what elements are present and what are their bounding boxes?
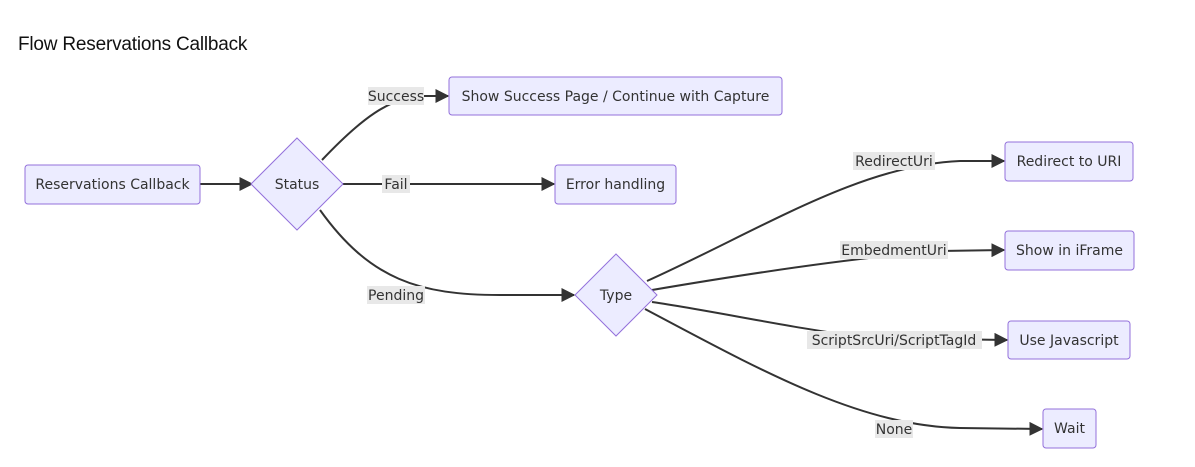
node-use-javascript: Use Javascript: [1007, 320, 1131, 360]
node-label-show-in-iframe: Show in iFrame: [1016, 243, 1123, 259]
edge-status-success: [321, 89, 450, 161]
node-label-reservations-callback: Reservations Callback: [35, 177, 190, 193]
node-wait: Wait: [1042, 408, 1097, 449]
node-success-page: Show Success Page / Continue with Captur…: [448, 76, 783, 116]
edge-type-iframe: [651, 243, 1006, 291]
page-title: Flow Reservations Callback: [18, 34, 248, 55]
edge-label-none: None: [876, 422, 913, 438]
node-status-decision: Status: [250, 137, 344, 231]
node-redirect-to-uri: Redirect to URI: [1004, 141, 1134, 182]
node-label-success-page: Show Success Page / Continue with Captur…: [462, 89, 770, 105]
node-label-error-handling: Error handling: [566, 177, 665, 193]
node-label-type: Type: [599, 288, 632, 304]
node-label-status: Status: [275, 177, 320, 193]
node-label-redirect-to-uri: Redirect to URI: [1017, 154, 1122, 170]
node-type-decision: Type: [574, 253, 658, 337]
edge-labels: Success Fail Pending RedirectUri Embedme…: [367, 87, 982, 438]
node-error-handling: Error handling: [554, 164, 677, 205]
edge-label-redirecturi: RedirectUri: [855, 154, 933, 170]
edge-label-fail: Fail: [384, 177, 407, 193]
edge-type-wait: [644, 308, 1044, 436]
edge-label-pending: Pending: [368, 288, 424, 304]
edge-status-pending: [319, 209, 576, 302]
node-label-wait: Wait: [1054, 421, 1085, 437]
edge-label-scriptsrcuri: ScriptSrcUri/ScriptTagId: [812, 333, 977, 349]
edge-label-embedmenturi: EmbedmentUri: [841, 243, 946, 259]
node-reservations-callback: Reservations Callback: [24, 164, 201, 205]
edge-label-success: Success: [368, 89, 424, 105]
node-show-in-iframe: Show in iFrame: [1004, 230, 1135, 271]
node-label-use-javascript: Use Javascript: [1019, 333, 1119, 349]
